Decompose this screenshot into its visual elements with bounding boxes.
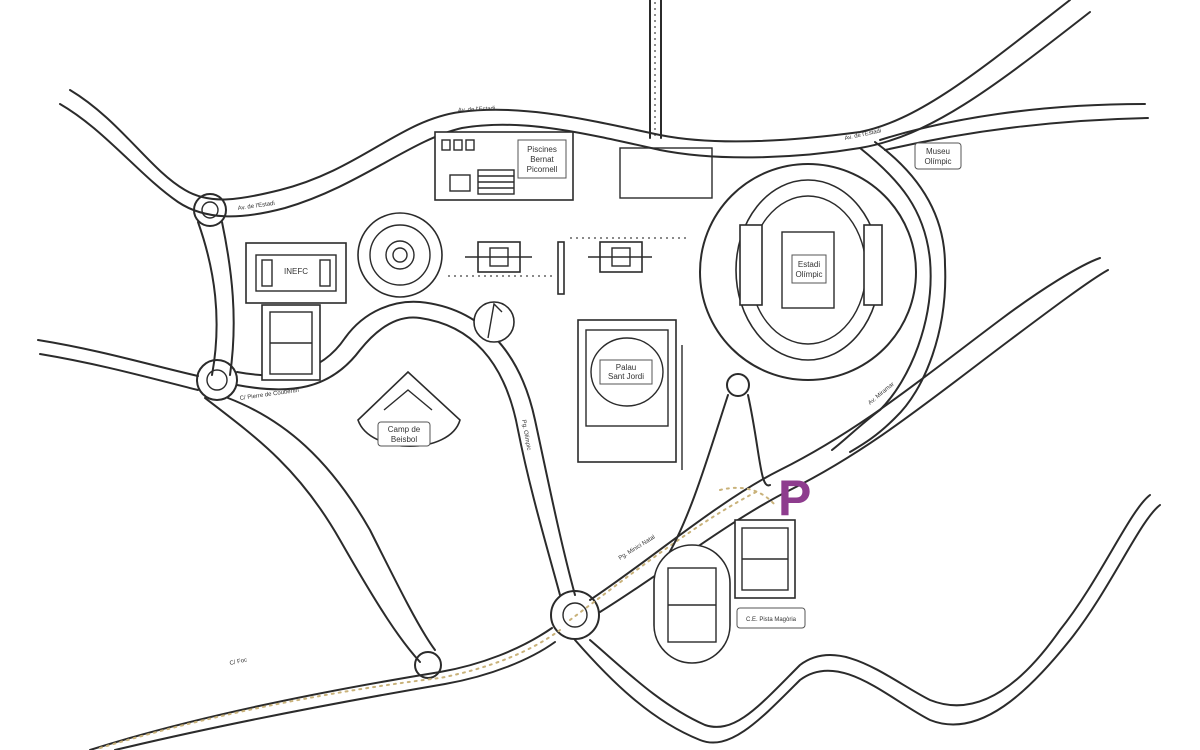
palau-label-line2: Sant Jordi <box>608 372 644 381</box>
road-southwest-curve <box>204 397 436 663</box>
museu-label-line1: Museu <box>926 147 950 156</box>
street-label-olimpic: Pg. Olímpic <box>520 419 531 451</box>
roundabout-palau <box>664 373 771 561</box>
piscines-label-line2: Bernat <box>530 155 554 164</box>
road-museu <box>879 103 1149 151</box>
piscines-bernat-picornell[interactable]: Piscines Bernat Picornell <box>434 131 574 201</box>
piscines-label-line1: Piscines <box>527 145 557 154</box>
parking-marker[interactable]: P <box>719 470 811 526</box>
footpath-north <box>649 0 662 139</box>
roundabout-west <box>196 359 238 401</box>
street-label-foc: C/ Foc <box>229 657 248 667</box>
pistes-label: C.E. Pista Magòria <box>746 617 797 623</box>
piscines-label-line3: Picornell <box>527 165 558 174</box>
road-west-exit <box>37 339 199 391</box>
inefc-building[interactable]: INEFC <box>245 242 347 381</box>
estadi-olimpic[interactable]: Estadi Olímpic <box>699 163 917 381</box>
estadi-label-line2: Olímpic <box>795 270 822 279</box>
structure-bar <box>557 241 565 295</box>
road-southeast <box>574 494 1161 744</box>
pistes-esportives[interactable]: C.E. Pista Magòria <box>653 519 806 664</box>
camp-de-beisbol[interactable]: Camp de Beisbol <box>357 370 461 447</box>
street-label-estadi-top: Av. de l'Estadi <box>458 106 496 114</box>
parking-icon[interactable]: P <box>778 470 811 526</box>
plaza-europa-circle <box>357 212 443 298</box>
estadi-label-line1: Estadi <box>798 260 820 269</box>
beisbol-label-line1: Camp de <box>388 425 421 434</box>
palau-label-line1: Palau <box>616 363 636 372</box>
structure-b <box>588 241 652 273</box>
plot-north <box>619 147 713 199</box>
torre-calatrava <box>473 301 515 343</box>
beisbol-label-line2: Beisbol <box>391 435 417 444</box>
inefc-label: INEFC <box>284 267 308 276</box>
museu-olimpic[interactable]: Museu Olímpic <box>914 142 962 170</box>
road-south: C/ Foc <box>89 627 561 750</box>
roundabout-south-small <box>414 651 442 679</box>
structure-a <box>465 241 532 273</box>
street-label-estadi-left: Av. de l'Estadi <box>237 201 275 212</box>
avinguda-estadi-road <box>59 0 1091 218</box>
palau-sant-jordi[interactable]: Palau Sant Jordi <box>577 319 683 470</box>
museu-label-line2: Olímpic <box>924 157 951 166</box>
west-road <box>197 221 235 376</box>
roundabout-northwest <box>193 193 227 227</box>
street-label-miramar: Av. Miramar <box>867 382 895 407</box>
